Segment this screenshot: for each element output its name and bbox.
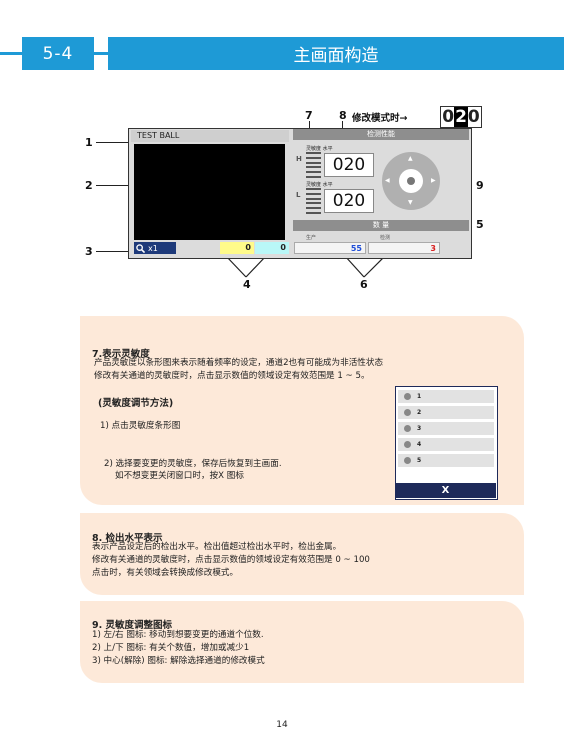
panel1-line1: 产品灵敏度以条形图来表示随着频率的设定，通道2也有可能成为非活性状态 [94,358,384,368]
callout-1: 1 [85,136,93,149]
menu-item-5[interactable]: 5 [398,454,494,467]
page-title: 主画面构造 [108,37,564,70]
panel3-title: 9. 灵敏度调整图标 [92,620,173,631]
produce-label: 生产 [306,235,317,241]
sensitivity-bar-h[interactable] [306,152,321,178]
menu-item-3[interactable]: 3 [398,422,494,435]
menu-item-label: 4 [417,441,422,448]
menu-item-label: 5 [417,457,422,464]
section-number: 5-4 [22,37,94,70]
callout-5: 5 [476,218,484,231]
panel1-line2: 修改有关通道的灵敏度时，点击显示数值的领域设定有效范围是 1 ~ 5。 [94,371,370,381]
panel-detect-level [80,513,524,595]
menu-close-button[interactable]: X [395,483,496,498]
menu-item-4[interactable]: 4 [398,438,494,451]
panel2-title: 8. 检出水平表示 [92,533,163,544]
panel2-line2: 修改有关通道的灵敏度时，点击显示数值的领域设定有效范围是 0 ~ 100 [92,555,370,565]
callout-7: 7 [305,109,313,122]
detect-level-h[interactable]: 020 [324,153,374,177]
radio-icon [404,425,411,432]
h-letter: H [296,155,302,163]
produce-count: 55 [294,242,366,254]
sensitivity-label-l: 灵敏度 水平 [306,182,333,188]
panel1-step1: 1) 点击灵敏度条形图 [100,421,181,431]
radio-icon [404,409,411,416]
page-number: 14 [276,720,288,730]
menu-item-2[interactable]: 2 [398,406,494,419]
panel1-title: 7.表示灵敏度 [92,349,150,360]
panel-adjust-icons [80,601,524,683]
panel2-line3: 点击时，有关领域会转换成修改模式。 [92,568,239,578]
detect-label: 检测 [380,235,391,241]
menu-item-label: 1 [417,393,422,400]
callout-8-line [342,121,343,128]
detect-count: 3 [368,242,440,254]
down-arrow-icon[interactable]: ▼ [408,199,413,206]
signal-display-area [134,144,285,240]
callout-connector-lines [225,255,386,278]
right-arrow-icon[interactable]: ▶ [431,177,436,184]
count-yellow: 0 [220,242,254,254]
callout-3-line [96,251,134,252]
zoom-button[interactable]: x1 [134,242,176,254]
callout-6: 6 [360,278,368,291]
sensitivity-label-h: 灵敏度 水平 [306,146,333,152]
sensitivity-menu: 1 2 3 4 5 [395,386,498,500]
radio-icon [404,457,411,464]
mode-digit-highlight: 2 [454,107,468,127]
callout-4: 4 [243,278,251,291]
mode-label: 修改模式时→ [352,113,408,124]
radio-icon [404,441,411,448]
l-letter: L [296,191,301,199]
menu-item-label: 3 [417,425,422,432]
detect-level-l[interactable]: 020 [324,189,374,213]
callout-1-line [96,142,128,143]
callout-9: 9 [476,179,484,192]
sensitivity-bar-l[interactable] [306,188,321,214]
callout-3: 3 [85,245,93,258]
center-dot-icon [407,177,415,185]
quantity-header: 数 量 [293,220,469,231]
mode-digit-3: 0 [467,107,480,127]
panel1-step2: 2) 选择要变更的灵敏度，保存后恢复到主画面. [104,459,282,469]
left-arrow-icon[interactable]: ◀ [385,177,390,184]
panel3-line1: 1) 左/右 图标: 移动到想要变更的通道个位数. [92,630,264,640]
panel3-line2: 2) 上/下 图标: 有关个数值，增加或减少1 [92,643,250,653]
menu-item-1[interactable]: 1 [398,390,494,403]
mode-digit-1: 0 [442,107,455,127]
product-name-bar: TEST BALL [131,130,289,142]
callout-2: 2 [85,179,93,192]
menu-item-label: 2 [417,409,422,416]
callout-2-line [96,185,134,186]
panel3-line3: 3) 中心(解除) 图标: 解除选择通道的修改模式 [92,656,265,666]
panel2-line1: 表示产品设定后的检出水平。检出值超过检出水平时，检出金属。 [92,542,342,552]
up-arrow-icon[interactable]: ▲ [408,155,413,162]
callout-7-line [309,121,310,130]
callout-8: 8 [339,109,347,122]
magnifier-icon [136,243,145,253]
panel1-subtitle: (灵敏度调节方法) [98,398,174,409]
count-cyan: 0 [255,242,289,254]
panel1-step2b: 如不想变更关闭窗口时，按X 图标 [115,471,244,481]
detection-header: 检测性能 [293,129,469,140]
radio-icon [404,393,411,400]
zoom-label: x1 [148,243,158,253]
